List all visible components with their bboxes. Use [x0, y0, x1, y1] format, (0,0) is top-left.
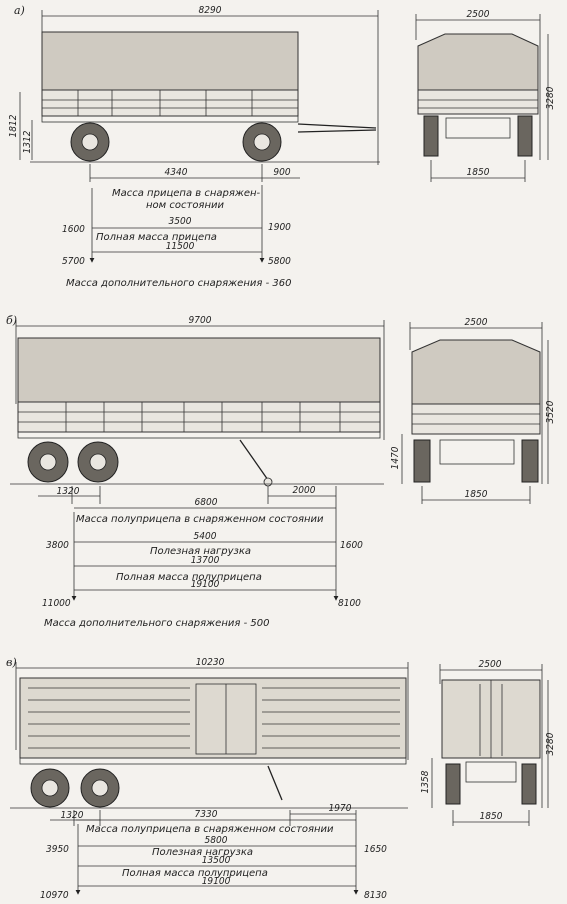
c-van-body — [19, 677, 407, 759]
c-rear-right-wheel — [521, 763, 537, 805]
section-a-label: а) — [14, 4, 25, 17]
b-support-leg — [239, 439, 269, 481]
c-total-left: 10970 — [40, 890, 69, 901]
b-curb-value: 5400 — [194, 531, 217, 542]
a-total-right: 5800 — [268, 256, 291, 267]
section-c-van-semitrailer: в) 10230 1320 1970 7330 Масса полуприцеп… — [6, 656, 556, 901]
c-total-value: 19100 — [202, 876, 231, 887]
a-width: 2500 — [467, 9, 490, 20]
b-length-value: 9700 — [189, 315, 212, 326]
a-payload-left: 1600 — [62, 224, 85, 235]
b-kingpin-dim: 6800 — [195, 497, 218, 508]
a-track: 1850 — [467, 167, 490, 178]
b-rear-tarp — [411, 339, 541, 405]
c-length-value: 10230 — [196, 657, 225, 668]
a-payload-right: 1900 — [268, 222, 291, 233]
a-height-2: 1312 — [22, 130, 33, 153]
b-curb-right: 1600 — [340, 540, 363, 551]
c-kingpin-dim: 7330 — [195, 809, 218, 820]
c-payload-caption: Полезная нагрузка — [152, 847, 253, 858]
a-side-boards — [41, 89, 299, 117]
section-a-trailer: а) 8290 1812 1312 4340 900 Масса прицепа — [8, 4, 556, 289]
a-height-1: 1812 — [8, 114, 19, 137]
section-b-semitrailer: б) 9700 1320 2000 6800 Масса полуприцепа… — [6, 314, 556, 629]
b-total-left: 11000 — [42, 598, 71, 609]
a-rear-board — [417, 89, 539, 115]
section-c-label: в) — [6, 656, 17, 669]
b-width: 2500 — [465, 317, 488, 328]
c-support-leg — [267, 765, 283, 801]
a-height: 3280 — [545, 86, 556, 109]
c-total-right: 8130 — [364, 890, 387, 901]
a-drawbar — [297, 123, 377, 129]
c-width: 2500 — [479, 659, 502, 670]
c-rear-left-wheel — [445, 763, 461, 805]
b-total-right: 8100 — [338, 598, 361, 609]
c-track: 1850 — [480, 811, 503, 822]
a-total-caption: Полная масса прицепа — [96, 232, 217, 243]
b-curb-left: 3800 — [46, 540, 69, 551]
c-rear-axle: 1320 — [61, 810, 84, 821]
b-payload-value: 13700 — [191, 555, 220, 566]
section-b-label: б) — [6, 314, 17, 327]
c-curb-mass-caption: Масса полуприцепа в снаряженном состояни… — [86, 824, 334, 835]
c-height: 3280 — [545, 732, 556, 755]
b-total-value: 19100 — [191, 579, 220, 590]
a-wheelbase: 4340 — [165, 167, 188, 178]
b-extra-equipment: Масса дополнительного снаряжения - 500 — [44, 618, 269, 629]
b-rear-board — [411, 403, 541, 435]
a-extra-equipment: Масса дополнительного снаряжения - 360 — [66, 278, 291, 289]
c-front-dim: 1970 — [329, 803, 352, 814]
b-support-dim: 2000 — [293, 485, 316, 496]
a-total-value: 11500 — [166, 241, 195, 252]
b-rear-axle: 1320 — [57, 486, 80, 497]
b-curb-mass-caption: Масса полуприцепа в снаряженном состояни… — [76, 514, 324, 525]
b-side-boards — [17, 401, 381, 433]
a-curb-mass-caption-1: Масса прицепа в снаряжен- — [112, 188, 261, 199]
c-curb-value: 5800 — [205, 835, 228, 846]
a-rear-left-wheel — [423, 115, 439, 157]
b-payload-caption: Полезная нагрузка — [150, 546, 251, 557]
a-payload-value: 3500 — [169, 216, 192, 227]
a-curb-mass-caption-2: ном состоянии — [146, 200, 224, 211]
a-tarp — [41, 31, 299, 91]
c-height-small: 1358 — [420, 770, 431, 793]
b-rear-right-wheel — [521, 439, 539, 483]
b-tarp — [17, 337, 381, 403]
a-rear-tarp — [417, 33, 539, 91]
b-height-small: 1470 — [390, 446, 401, 469]
b-track: 1850 — [465, 489, 488, 500]
c-total-caption: Полная масса полуприцепа — [122, 868, 268, 879]
a-length-value: 8290 — [199, 5, 222, 16]
b-rear-left-wheel — [413, 439, 431, 483]
b-total-caption: Полная масса полуприцепа — [116, 572, 262, 583]
c-payload-value: 13500 — [202, 855, 231, 866]
b-height: 3520 — [545, 400, 556, 423]
c-curb-right: 1650 — [364, 844, 387, 855]
a-drawbar-length: 900 — [273, 167, 290, 178]
a-rear-right-wheel — [517, 115, 533, 157]
a-total-left: 5700 — [62, 256, 85, 267]
c-curb-left: 3950 — [46, 844, 69, 855]
